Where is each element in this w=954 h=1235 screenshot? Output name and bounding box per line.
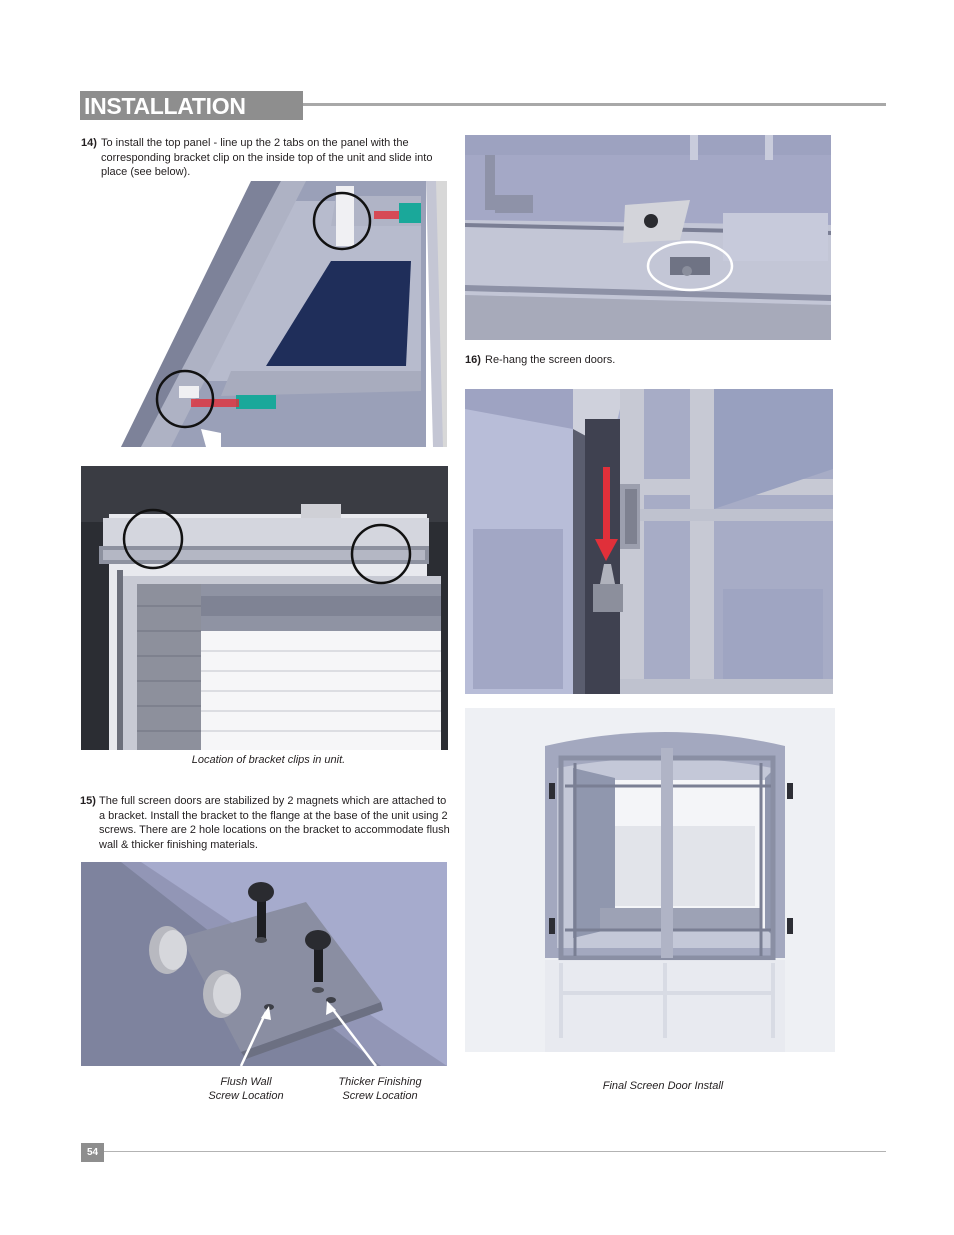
step-14-text: To install the top panel - line up the 2…	[101, 137, 433, 178]
figure-top-panel-tabs	[81, 181, 447, 447]
header-rule	[303, 103, 886, 106]
step-14: 14) To install the top panel - line up t…	[81, 136, 451, 180]
step-15: 15) The full screen doors are stabilized…	[80, 794, 450, 852]
step-14-number: 14)	[81, 137, 97, 149]
figure-bracket-clips	[81, 466, 448, 750]
caption-flush-wall: Flush Wall Screw Location	[186, 1075, 306, 1103]
caption-bracket-clips: Location of bracket clips in unit.	[191, 754, 346, 766]
figure-final-screen-door	[465, 708, 835, 1052]
step-15-text: The full screen doors are stabilized by …	[99, 795, 450, 851]
section-header-bar	[80, 91, 303, 120]
figure-bracket-in-unit	[465, 135, 831, 340]
caption-flush-wall-line2: Screw Location	[208, 1090, 284, 1102]
step-15-number: 15)	[80, 795, 96, 807]
caption-thicker-line2: Screw Location	[342, 1090, 418, 1102]
step-16-text: Re-hang the screen doors.	[485, 354, 616, 366]
caption-thicker-line1: Thicker Finishing	[338, 1076, 422, 1088]
caption-final-install: Final Screen Door Install	[602, 1080, 724, 1092]
figure-magnet-bracket	[81, 862, 447, 1066]
figure-door-hinge	[465, 389, 833, 694]
page-number: 54	[81, 1143, 104, 1162]
section-title: INSTALLATION	[84, 93, 246, 119]
caption-flush-wall-line1: Flush Wall	[220, 1076, 272, 1088]
caption-thicker-finishing: Thicker Finishing Screw Location	[320, 1075, 440, 1103]
step-16: 16) Re-hang the screen doors.	[465, 353, 831, 368]
step-16-number: 16)	[465, 354, 481, 366]
footer-rule	[104, 1151, 886, 1152]
